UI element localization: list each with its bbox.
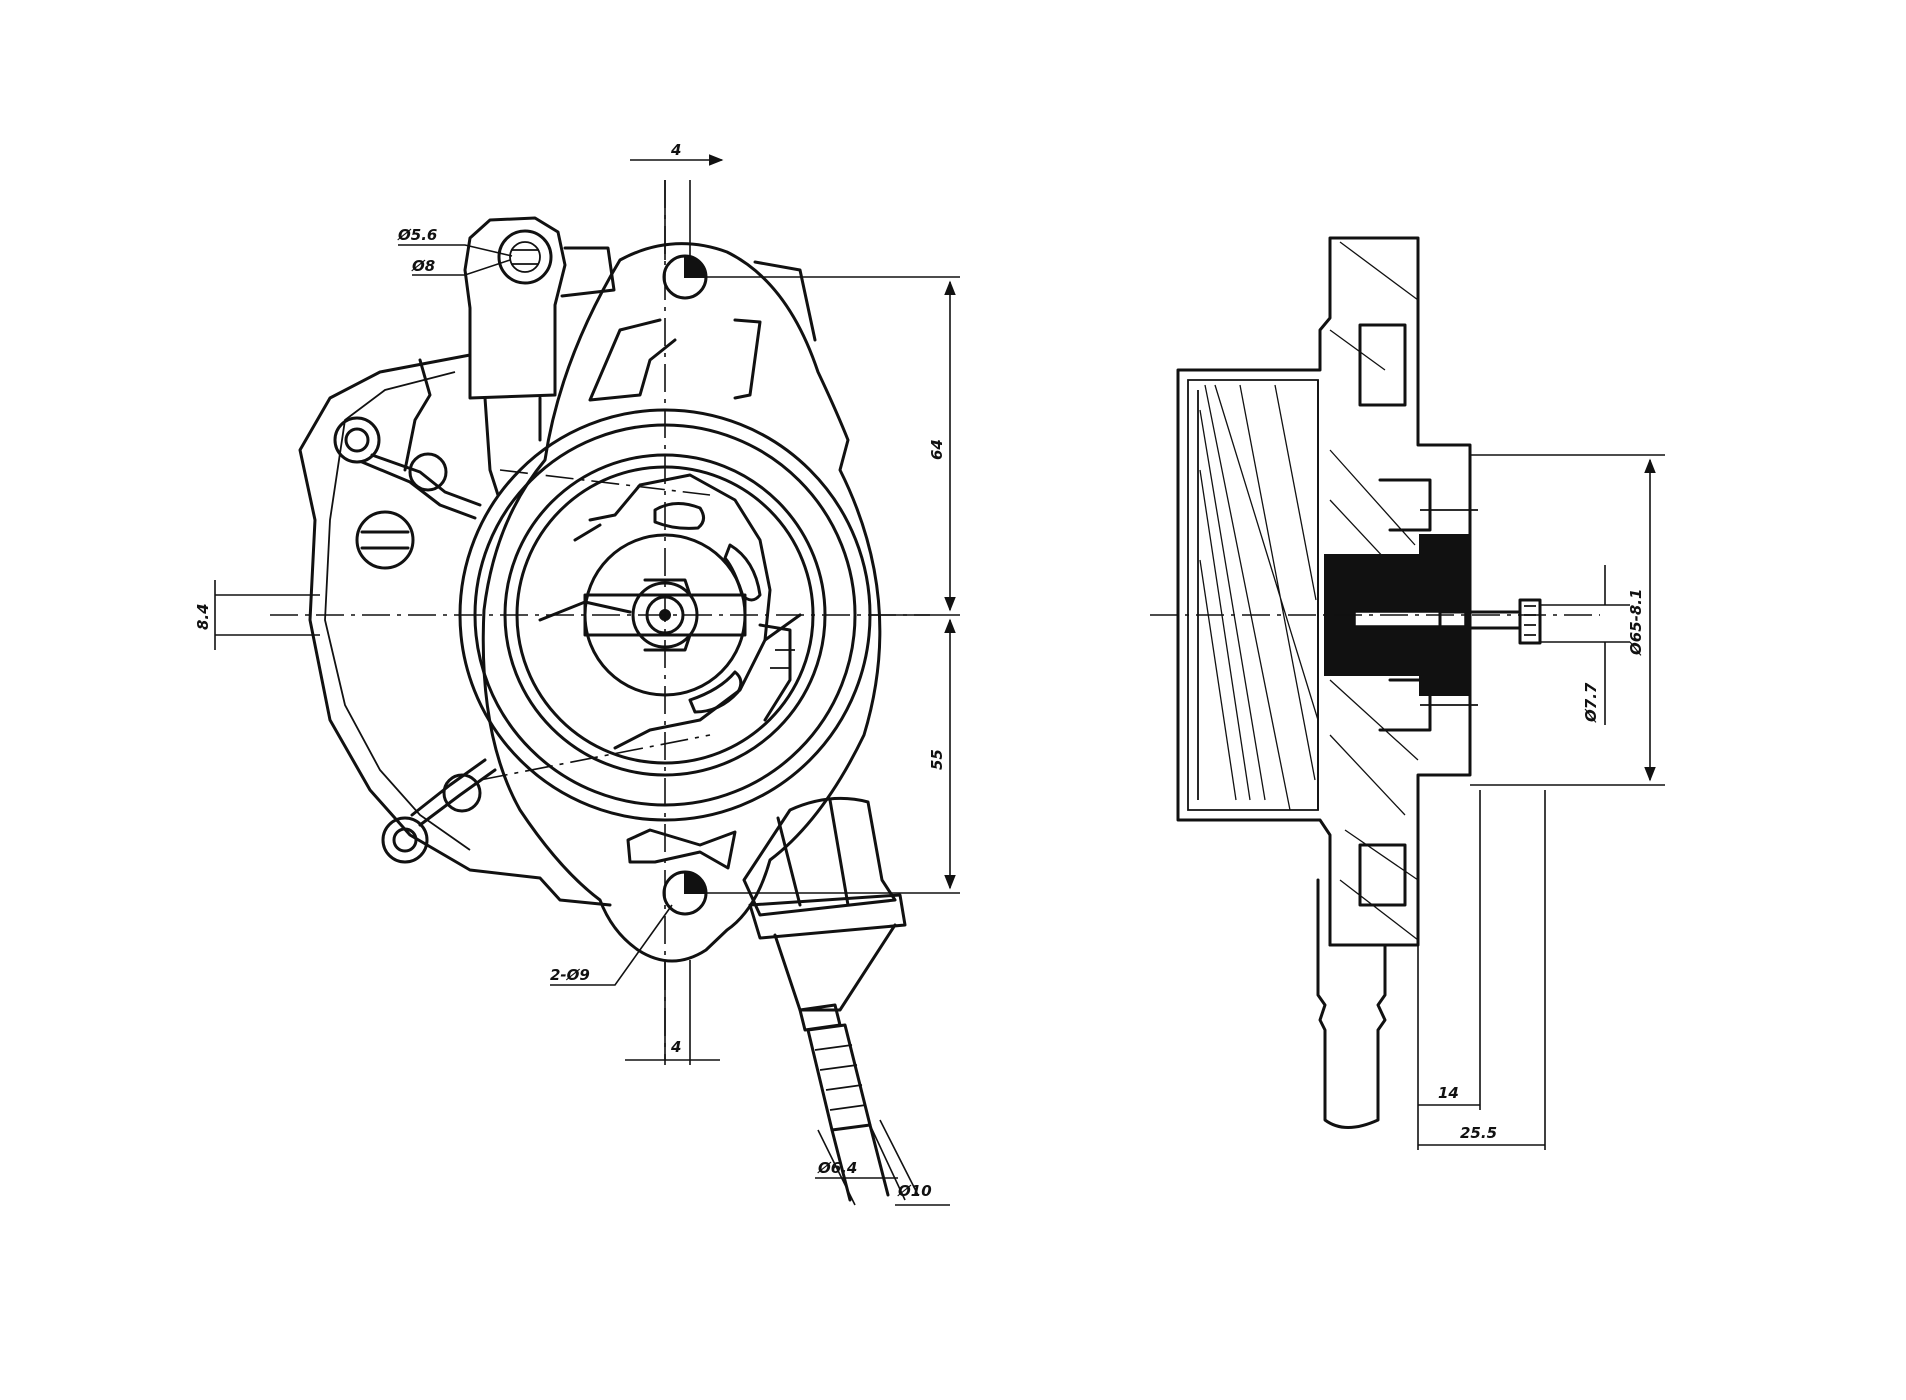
mount-holes-leader: 2-Ø9: [550, 904, 673, 986]
mounting-flange: [481, 242, 882, 963]
dim-mount-holes-label: 2-Ø9: [550, 966, 590, 984]
upper-left-pin: [333, 416, 482, 520]
dim-top-offset-label: 4: [670, 141, 681, 159]
upper-mount-hole: [662, 254, 708, 300]
dim-valve-inner-label: Ø8: [411, 257, 435, 275]
dim-vertical: 64 55: [705, 276, 960, 894]
hose-leaders: Ø6.4 Ø10: [815, 1119, 950, 1206]
dim-valve-outer-label: Ø5.6: [397, 226, 437, 244]
dim-hose-outer-label: Ø10: [897, 1182, 932, 1200]
lower-left-pin: [381, 758, 497, 864]
dim-bottom-offset-label: 4: [670, 1038, 681, 1056]
dim-shaft-diameter: Ø7.7: [1540, 565, 1630, 725]
hose-connector: [742, 796, 907, 1202]
dim-bottom-offset: 4: [625, 960, 720, 1065]
front-view: 4 4 64 55 8.4 Ø5.6 Ø8: [194, 141, 960, 1206]
dim-flange-depth-label: 14: [1438, 1084, 1459, 1102]
slotted-screw: [355, 510, 415, 570]
side-hose: [1316, 878, 1387, 1129]
dim-depth: 14 25.5: [1417, 790, 1546, 1150]
dim-left-offset-label: 8.4: [194, 603, 212, 630]
dim-hose-inner-label: Ø6.4: [817, 1159, 857, 1177]
cover-hatch: [1199, 384, 1319, 811]
dim-shaft-diameter-label: Ø7.7: [1582, 682, 1600, 723]
side-view: Ø7.7 Ø65-8.1 14 25.5: [1150, 236, 1665, 1150]
dim-upper-height-label: 64: [928, 439, 946, 460]
rotor: [538, 473, 802, 750]
valve-leaders: Ø5.6 Ø8: [397, 226, 513, 276]
dim-pilot-diameter: Ø65-8.1: [1470, 454, 1665, 786]
dim-overall-depth-label: 25.5: [1460, 1124, 1497, 1142]
valve-block: [463, 216, 616, 497]
dim-left-offset: 8.4: [194, 580, 320, 650]
dim-top-offset: 4: [630, 141, 722, 260]
dim-pilot-diameter-label: Ø65-8.1: [1627, 589, 1645, 656]
dim-lower-height-label: 55: [928, 749, 946, 770]
